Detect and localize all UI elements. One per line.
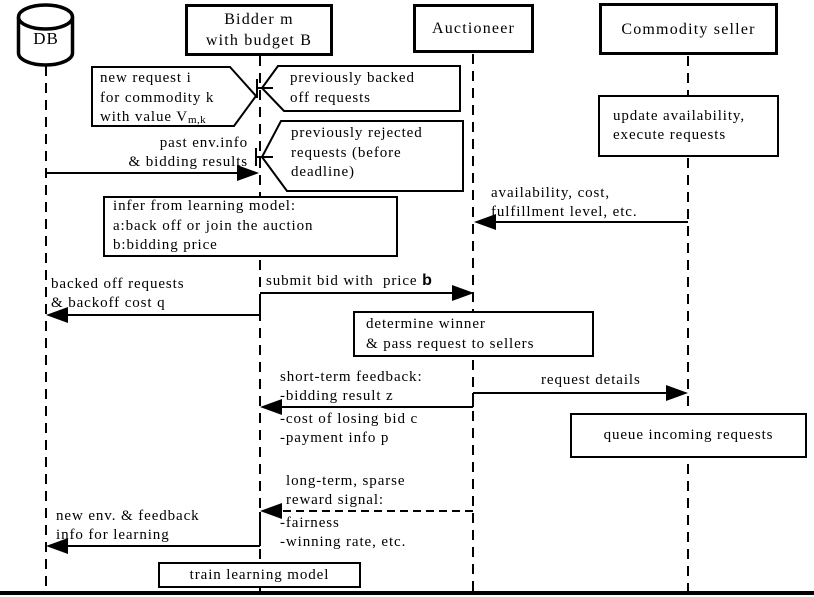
- note-new-request-main: new request i for commodity k with value…: [100, 70, 215, 125]
- message-new-env-label: new env. & feedback info for learning: [56, 508, 200, 543]
- note-backed-off-shape: [260, 65, 461, 112]
- message-availability-label: availability, cost, fulfillment level, e…: [491, 185, 638, 220]
- note-update-availability: update availability, execute requests: [598, 95, 779, 157]
- note-new-request-shape: [91, 66, 258, 127]
- actor-bidder: Bidder m with budget B: [185, 4, 333, 56]
- message-long-term-label-below: -fairness -winning rate, etc.: [280, 515, 407, 550]
- actor-seller: Commodity seller: [599, 3, 778, 55]
- actor-auctioneer: Auctioneer: [413, 4, 534, 53]
- actor-bidder-label: Bidder m with budget B: [205, 11, 313, 49]
- arrow-short-term-head: [260, 399, 282, 415]
- message-submit-bid-price-var: b: [422, 272, 433, 289]
- note-new-request-subscript: m,k: [188, 114, 207, 126]
- arrow-long-term-head: [260, 503, 282, 519]
- note-train-model: train learning model: [158, 562, 361, 588]
- arrow-past-env-head: [237, 165, 259, 181]
- message-short-term-label-above: short-term feedback: -bidding result z: [280, 369, 423, 404]
- arrow-submit-bid-head: [452, 285, 474, 301]
- note-determine-winner: determine winner & pass request to selle…: [353, 311, 594, 357]
- arrow-new-env-head: [46, 538, 68, 554]
- note-infer-model: infer from learning model: a:back off or…: [103, 196, 398, 257]
- message-past-env-label: past env.info & bidding results: [128, 135, 248, 170]
- database-icon-top: [16, 3, 75, 31]
- message-submit-bid-text: submit bid with price: [266, 273, 423, 289]
- bottom-rule: [0, 591, 814, 595]
- arrow-backed-requests-head: [46, 307, 68, 323]
- message-backed-requests-label: backed off requests & backoff cost q: [51, 276, 185, 311]
- note-queue-requests: queue incoming requests: [570, 413, 807, 458]
- note-new-request-text: new request i for commodity k with value…: [100, 69, 214, 131]
- actor-db-label: DB: [33, 29, 59, 48]
- note-rejected-text: previously rejected requests (before dea…: [291, 125, 423, 180]
- message-request-details-label: request details: [541, 372, 641, 388]
- message-submit-bid-label: submit bid with price b: [266, 271, 433, 291]
- message-short-term-label-below: -cost of losing bid c -payment info p: [280, 411, 419, 446]
- arrow-request-details-head: [666, 385, 688, 401]
- note-backed-off-text: previously backed off requests: [290, 70, 415, 106]
- actor-seller-label: Commodity seller: [621, 20, 756, 38]
- actor-auctioneer-label: Auctioneer: [431, 20, 516, 37]
- arrow-availability-head: [474, 214, 496, 230]
- message-long-term-label-above: long-term, sparse reward signal:: [286, 473, 406, 508]
- note-rejected-shape: [260, 120, 464, 192]
